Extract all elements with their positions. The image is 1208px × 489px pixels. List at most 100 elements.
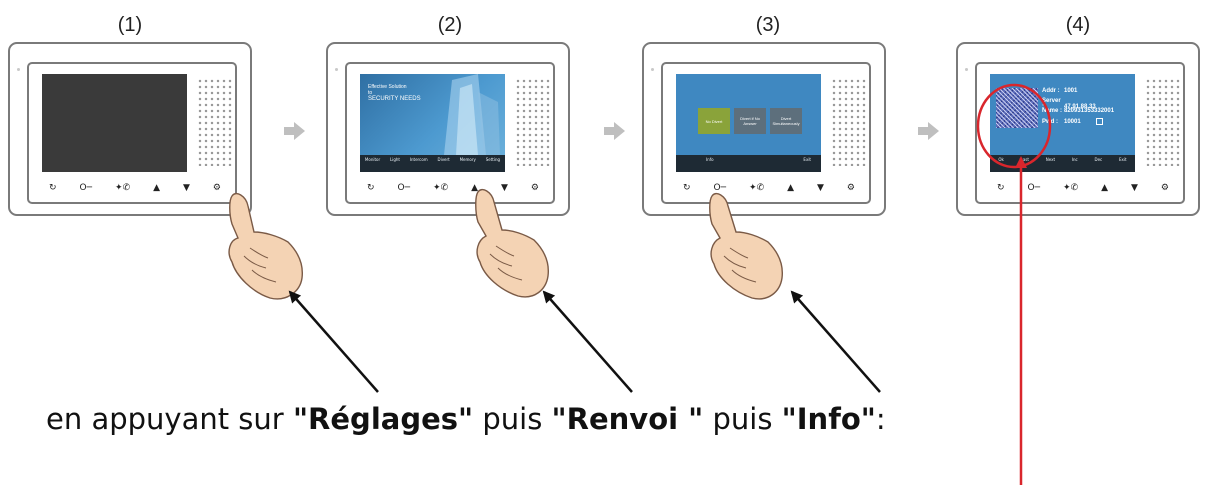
menu-info[interactable]: Info: [706, 157, 714, 162]
menu-next[interactable]: Next: [1045, 157, 1056, 162]
button-row: ↻ O─ ✦✆ ▲ ▼ ⚙: [367, 180, 539, 196]
up-button-icon[interactable]: ▲: [153, 183, 161, 193]
key-button-icon[interactable]: O─: [79, 183, 93, 193]
step-arrow-3-icon: [918, 122, 939, 140]
caption-suffix: :: [875, 402, 886, 436]
menu-ok[interactable]: Ok: [998, 157, 1004, 162]
divert-screen: No Divert Divert if No Answer Divert Sim…: [676, 74, 821, 172]
speaker-grille: [831, 78, 867, 166]
intercom-device-1: ↻ O─ ✦✆ ▲ ▼ ⚙: [8, 42, 252, 216]
menu-intercom[interactable]: Intercom: [409, 157, 428, 162]
menu-exit[interactable]: Exit: [1119, 157, 1127, 162]
caption-mid-2: puis: [703, 402, 782, 436]
down-button-icon[interactable]: ▼: [817, 183, 824, 193]
up-button-icon[interactable]: ▲: [1101, 183, 1109, 193]
settings-button-icon[interactable]: ⚙: [846, 183, 855, 193]
menu-setting[interactable]: Setting: [485, 157, 501, 162]
menu-monitor[interactable]: Monitor: [364, 157, 381, 162]
step-arrow-2-icon: [604, 122, 625, 140]
talk-button-icon[interactable]: ✦✆: [433, 183, 449, 193]
option-no-divert[interactable]: No Divert: [698, 108, 730, 134]
talk-button-icon[interactable]: ✦✆: [749, 183, 765, 193]
menu-exit[interactable]: Exit: [803, 157, 811, 162]
info-key: Name :: [1042, 108, 1063, 114]
monitor-button-icon[interactable]: ↻: [367, 183, 375, 193]
pointer-arrow-2: [542, 290, 633, 393]
up-button-icon[interactable]: ▲: [787, 183, 795, 193]
menu-dec[interactable]: Dec: [1094, 157, 1103, 162]
key-button-icon[interactable]: O─: [1027, 183, 1041, 193]
indicator-dot: [965, 68, 968, 71]
button-row: ↻ O─ ✦✆ ▲ ▼ ⚙: [49, 180, 221, 196]
monitor-button-icon[interactable]: ↻: [49, 183, 57, 193]
option-divert-no-answer[interactable]: Divert if No Answer: [734, 108, 766, 134]
down-button-icon[interactable]: ▼: [183, 183, 190, 193]
menu-last[interactable]: Last: [1020, 157, 1029, 162]
info-row-addr: Addr : 1001: [1042, 88, 1077, 94]
main-menu-bar: Monitor Light Intercom Divert Memory Set…: [360, 155, 505, 172]
info-value: 10001: [1064, 119, 1081, 126]
indicator-dot: [17, 68, 20, 71]
info-key: Pwd :: [1042, 119, 1058, 126]
indicator-dot: [335, 68, 338, 71]
key-button-icon[interactable]: O─: [397, 183, 411, 193]
device-bezel: ↻ O─ ✦✆ ▲ ▼ ⚙: [27, 62, 237, 204]
caption-mid-1: puis: [473, 402, 552, 436]
headline-line-2: to: [368, 90, 373, 96]
menu-light[interactable]: Light: [389, 157, 400, 162]
menu-divert[interactable]: Divert: [437, 157, 450, 162]
pointer-arrow-1: [288, 290, 379, 393]
info-key: Addr :: [1042, 88, 1060, 94]
checkbox-icon[interactable]: [1096, 118, 1104, 125]
caption-term-renvoi: "Renvoi ": [551, 402, 704, 436]
caption-prefix: en appuyant sur: [46, 402, 293, 436]
step-label-3: (3): [755, 14, 781, 36]
screen-off: [42, 74, 187, 172]
home-screen: Effective Solution to SECURITY NEEDS Mon…: [360, 74, 505, 172]
up-button-icon[interactable]: ▲: [471, 183, 479, 193]
speaker-grille: [197, 78, 233, 166]
settings-button-icon[interactable]: ⚙: [212, 183, 221, 193]
info-screen: Addr :1001 Server :47.91.88.33 Name :820…: [990, 74, 1135, 172]
talk-button-icon[interactable]: ✦✆: [115, 183, 131, 193]
button-row: ↻ O─ ✦✆ ▲ ▼ ⚙: [997, 180, 1169, 196]
device-bezel: Addr :1001 Server :47.91.88.33 Name :820…: [975, 62, 1185, 204]
info-value: 47.91.88.33: [1064, 104, 1096, 110]
device-bezel: No Divert Divert if No Answer Divert Sim…: [661, 62, 871, 204]
info-value: 820931353332001: [1064, 108, 1115, 114]
intercom-device-4: Addr :1001 Server :47.91.88.33 Name :820…: [956, 42, 1200, 216]
speaker-grille: [515, 78, 551, 166]
info-menu-bar: Ok Last Next Inc Dec Exit: [990, 155, 1135, 172]
step-label-4: (4): [1065, 14, 1091, 36]
divert-menu-bar: Info Exit: [676, 155, 821, 172]
building-illustration: [444, 74, 500, 155]
menu-inc[interactable]: Inc: [1071, 157, 1078, 162]
step-label-2: (2): [437, 14, 463, 36]
menu-memory[interactable]: Memory: [459, 157, 476, 162]
headline-line-3: SECURITY NEEDS: [368, 96, 421, 102]
step-label-1: (1): [117, 14, 143, 36]
info-value: 1001: [1064, 88, 1078, 94]
info-row-pwd: Pwd : 10001: [1042, 118, 1104, 126]
intercom-device-3: No Divert Divert if No Answer Divert Sim…: [642, 42, 886, 216]
pointer-arrow-3: [790, 290, 881, 393]
talk-button-icon[interactable]: ✦✆: [1063, 183, 1079, 193]
monitor-button-icon[interactable]: ↻: [997, 183, 1005, 193]
indicator-dot: [651, 68, 654, 71]
option-divert-simultaneously[interactable]: Divert Simultaneously: [770, 108, 802, 134]
info-row-name: Name :820931353332001: [1042, 108, 1114, 114]
speaker-grille: [1145, 78, 1181, 166]
key-button-icon[interactable]: O─: [713, 183, 727, 193]
caption-term-info: "Info": [781, 402, 876, 436]
settings-button-icon[interactable]: ⚙: [1160, 183, 1169, 193]
step-arrow-1-icon: [284, 122, 305, 140]
down-button-icon[interactable]: ▼: [501, 183, 508, 193]
device-bezel: Effective Solution to SECURITY NEEDS Mon…: [345, 62, 555, 204]
instruction-caption: en appuyant sur "Réglages" puis "Renvoi …: [46, 402, 886, 436]
headline-line-1: Effective Solution: [368, 84, 407, 90]
monitor-button-icon[interactable]: ↻: [683, 183, 691, 193]
qr-code: [996, 88, 1038, 128]
intercom-device-2: Effective Solution to SECURITY NEEDS Mon…: [326, 42, 570, 216]
down-button-icon[interactable]: ▼: [1131, 183, 1138, 193]
settings-button-icon[interactable]: ⚙: [530, 183, 539, 193]
